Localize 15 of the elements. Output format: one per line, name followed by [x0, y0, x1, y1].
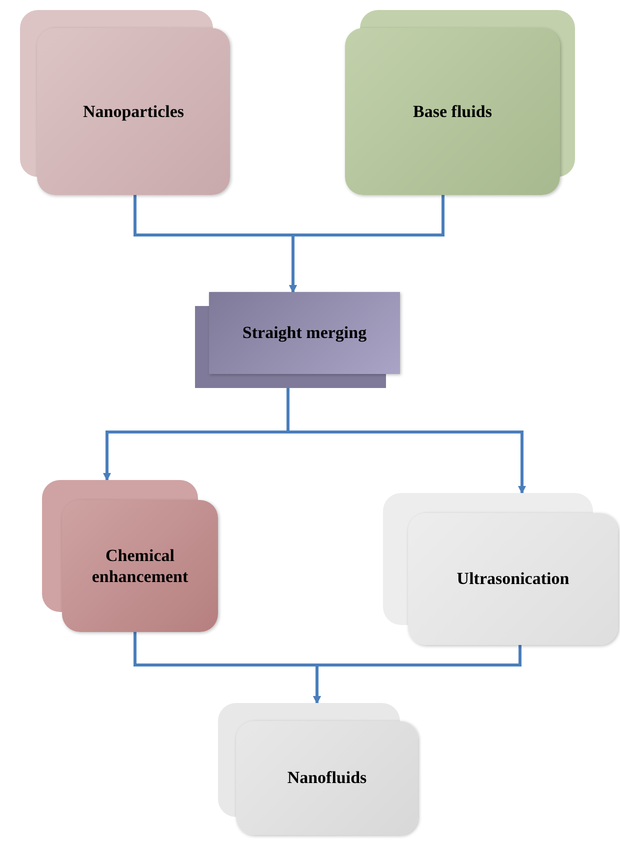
process-box	[20, 10, 230, 195]
connector-arrow	[286, 388, 526, 494]
node-label: Chemical enhancement	[90, 544, 190, 588]
node-label: Straight merging	[241, 322, 368, 344]
node-label: Nanofluids	[286, 767, 368, 789]
process-box	[218, 703, 418, 835]
node-label: Nanoparticles	[82, 100, 186, 122]
process-box	[195, 292, 400, 388]
connector-arrow	[313, 645, 522, 704]
process-box	[42, 480, 218, 632]
node-label: Ultrasonication	[456, 568, 570, 590]
node-label: Base fluids	[412, 100, 493, 122]
process-box	[345, 10, 575, 195]
connector-arrow	[289, 195, 444, 293]
process-box	[383, 493, 618, 645]
